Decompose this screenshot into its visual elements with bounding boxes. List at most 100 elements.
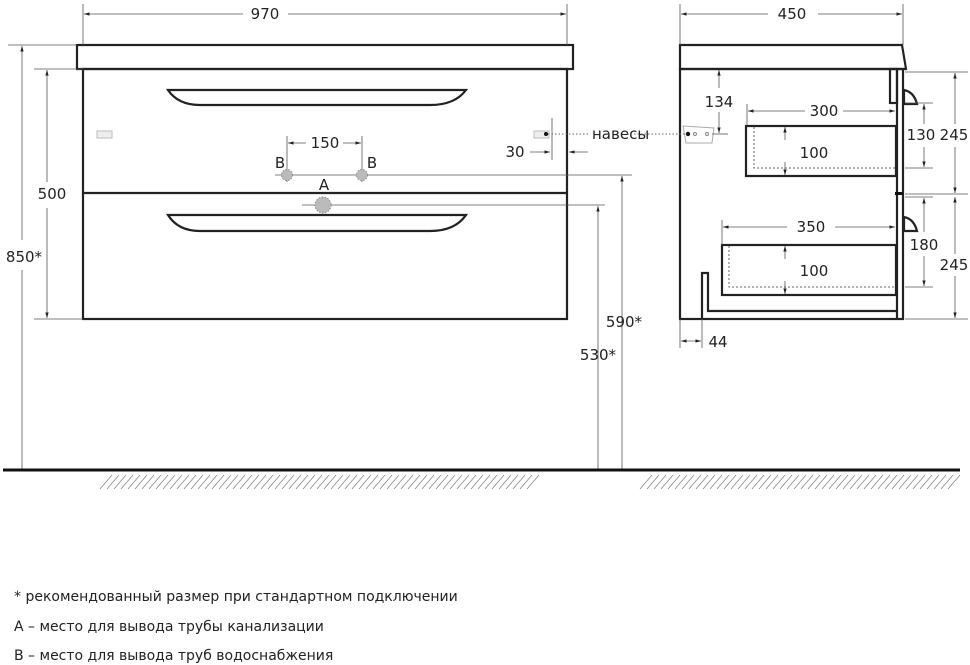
hatch-line — [421, 474, 435, 490]
hatch-line — [940, 474, 954, 490]
countertop — [75, 43, 575, 71]
hatch-line — [400, 474, 414, 490]
hatch-line — [779, 474, 793, 490]
hatch-line — [505, 474, 519, 490]
hatch-line — [295, 474, 309, 490]
water-pipe-b-right — [356, 169, 368, 181]
hatch-line — [351, 474, 365, 490]
hatch-line — [786, 474, 800, 490]
hatch-line — [884, 474, 898, 490]
side-view: 450 134 300 100 350 100 130 245 — [627, 4, 968, 351]
hatch-line — [190, 474, 204, 490]
hatch-line — [737, 474, 751, 490]
dim-body-height: 500 — [38, 185, 67, 203]
hatch-line — [239, 474, 253, 490]
hatch-line — [211, 474, 225, 490]
dim-lower-drawer-height: 100 — [800, 262, 829, 280]
hinge-point — [544, 132, 548, 136]
hatch-line — [148, 474, 162, 490]
label-b-left: B — [275, 154, 285, 172]
dim-upper-inner: 130 — [907, 126, 936, 144]
hatch-line — [232, 474, 246, 490]
hatch-line — [947, 474, 961, 490]
note-water: В – место для вывода труб водоснабжения — [14, 648, 334, 664]
dim-depth: 450 — [778, 5, 807, 23]
hatch-line — [442, 474, 456, 490]
dim-upper-front: 245 — [940, 126, 969, 144]
hatch-line — [260, 474, 274, 490]
hatch-line — [99, 474, 113, 490]
hatch-line — [919, 474, 933, 490]
hatch-line — [828, 474, 842, 490]
hatch-line — [253, 474, 267, 490]
hatch-line — [877, 474, 891, 490]
hatch-line — [407, 474, 421, 490]
hatch-line — [800, 474, 814, 490]
plinth-section — [700, 271, 896, 319]
dim-upper-drawer-height: 100 — [800, 144, 829, 162]
hatch-line — [414, 474, 428, 490]
hatch-line — [120, 474, 134, 490]
hatch-line — [379, 474, 393, 490]
hatch-line — [758, 474, 772, 490]
hatch-line — [386, 474, 400, 490]
hatch-line — [723, 474, 737, 490]
dim-lower-drawer-depth: 350 — [797, 218, 826, 236]
hatch-line — [337, 474, 351, 490]
hatch-line — [106, 474, 120, 490]
hatch-line — [898, 474, 912, 490]
upper-side-handle — [902, 88, 919, 106]
hatch-line — [281, 474, 295, 490]
dim-lower-inner: 180 — [910, 236, 939, 254]
hatch-line — [716, 474, 730, 490]
hatch-line — [646, 474, 660, 490]
bottom-drawer-handle — [166, 213, 469, 233]
hatch-line — [470, 474, 484, 490]
hatch-line — [393, 474, 407, 490]
top-drawer-handle — [165, 88, 469, 107]
hatch-line — [870, 474, 884, 490]
dim-width: 970 — [251, 5, 280, 23]
hatch-line — [141, 474, 155, 490]
hatch-line — [197, 474, 211, 490]
upper-door-strip — [888, 67, 899, 105]
hatch-line — [176, 474, 190, 490]
hatch-line — [744, 474, 758, 490]
hatch-line — [162, 474, 176, 490]
hatch-line — [183, 474, 197, 490]
dim-hinge-height: 134 — [705, 93, 734, 111]
hatch-line — [358, 474, 372, 490]
hinge-label: навесы — [592, 125, 649, 143]
hatch-line — [702, 474, 716, 490]
hatch-line — [814, 474, 828, 490]
dim-water-height: 590* — [606, 313, 643, 331]
hatch-line — [891, 474, 905, 490]
dim-total-height: 850* — [6, 248, 43, 266]
hatch-line — [323, 474, 337, 490]
hatch-line — [302, 474, 316, 490]
dim-lower-front: 245 — [940, 256, 969, 274]
side-countertop — [678, 43, 908, 71]
hatch-line — [477, 474, 491, 490]
hatch-line — [905, 474, 919, 490]
hatch-line — [288, 474, 302, 490]
hatch-line — [933, 474, 947, 490]
hatch-line — [246, 474, 260, 490]
hatch-line — [639, 474, 653, 490]
hatch-line — [688, 474, 702, 490]
dim-upper-drawer-depth: 300 — [810, 102, 839, 120]
hatch-line — [821, 474, 835, 490]
water-pipe-b-left — [281, 169, 293, 181]
hatch-line — [526, 474, 540, 490]
note-recommended: * рекомендованный размер при стандартном… — [14, 589, 458, 605]
hatch-line — [372, 474, 386, 490]
hatch-line — [751, 474, 765, 490]
hatch-line — [926, 474, 940, 490]
front-view: навесы 970 850* 500 150 B B A 30 — [6, 4, 649, 470]
hatch-line — [456, 474, 470, 490]
hatch-line — [912, 474, 926, 490]
drain-pipe-a — [314, 196, 332, 214]
hatch-line — [695, 474, 709, 490]
hatch-line — [113, 474, 127, 490]
